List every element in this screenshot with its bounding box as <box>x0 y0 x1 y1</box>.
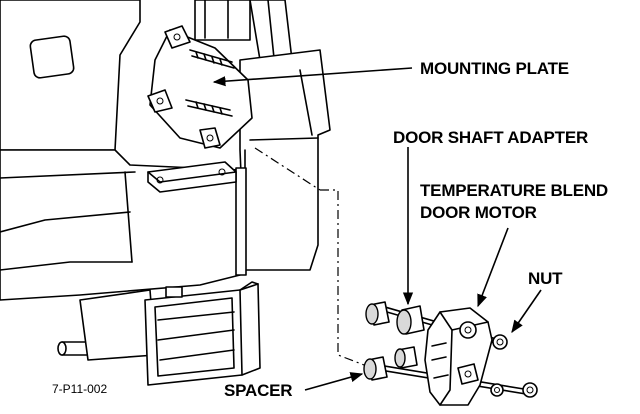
arrow-door-motor <box>477 227 509 308</box>
label-nut: NUT <box>528 269 563 288</box>
arrow-nut <box>511 289 542 334</box>
label-door-motor: DOOR MOTOR <box>420 203 537 222</box>
hvac-housing <box>0 0 331 361</box>
label-mounting-plate: MOUNTING PLATE <box>420 59 569 78</box>
door-motor-assembly <box>363 301 538 406</box>
mounting-plate-part <box>147 25 253 149</box>
alignment-lines <box>254 147 373 369</box>
nut-bottom-inner-part <box>490 383 504 397</box>
spacer-bottom-part <box>363 356 388 381</box>
label-temperature-blend: TEMPERATURE BLEND <box>420 181 608 200</box>
duct-outlet <box>144 281 261 386</box>
label-spacer: SPACER <box>224 381 292 400</box>
nut-bottom-part <box>522 382 538 398</box>
figure-number: 7-P11-002 <box>52 382 107 396</box>
angle-bracket <box>147 161 237 193</box>
nut-top-part <box>492 334 508 350</box>
motor-body-part <box>424 307 493 406</box>
arrow-spacer <box>304 372 364 391</box>
arrow-mounting-plate <box>212 67 413 87</box>
spacer-top-part <box>365 301 390 326</box>
door-shaft-adapter-part <box>396 305 425 335</box>
label-door-shaft-adapter: DOOR SHAFT ADAPTER <box>393 128 588 147</box>
leader-arrows <box>212 67 542 391</box>
